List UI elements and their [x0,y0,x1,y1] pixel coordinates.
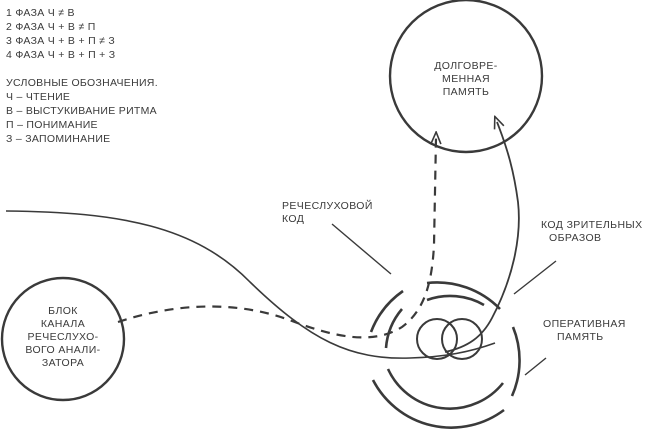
speech-code-pointer [331,223,392,275]
ring-inner-top [426,294,485,307]
phase-2: 2 ФАЗА Ч + В ≠ П [6,21,96,33]
channel-block-circle [0,276,126,402]
ring-outer-top-left [369,289,404,333]
legend-title: УСЛОВНЫЕ ОБОЗНАЧЕНИЯ. [6,77,158,89]
speech-code-line-1: РЕЧЕСЛУХОВОЙ [282,200,373,212]
phase-1: 1 ФАЗА Ч ≠ В [6,7,75,19]
legend-item-understanding: П – ПОНИМАНИЕ [6,119,98,131]
channel-block-line-4: ВОГО АНАЛИ- [25,344,101,356]
operative-memory-pointer [524,357,547,376]
long-term-memory-line-3: ПАМЯТЬ [442,86,490,98]
small-circle-left [416,318,458,360]
channel-block-line-3: РЕЧЕСЛУХО- [27,331,99,343]
visual-images-path [444,122,520,353]
legend-item-memorizing: З – ЗАПОМИНАНИЕ [6,133,111,145]
legend: 1 ФАЗА Ч ≠ В 2 ФАЗА Ч + В ≠ П 3 ФАЗА Ч +… [6,6,158,146]
operative-memory-line-2: ПАМЯТЬ [557,331,604,343]
visual-code-label: КОД ЗРИТЕЛЬНЫХ ОБРАЗОВ [541,219,643,245]
long-term-memory-circle [388,0,544,154]
visual-code-line-2: ОБРАЗОВ [549,232,602,244]
ring-inner-bottom [386,368,505,410]
operative-memory-line-1: ОПЕРАТИВНАЯ [543,318,626,330]
ring-outer-top-right [426,281,501,310]
phase-3: 3 ФАЗА Ч + В + П ≠ З [6,35,116,47]
ring-outer-right [510,326,521,397]
channel-block-line-1: БЛОК [48,305,78,317]
long-term-memory-label: ДОЛГОВРЕ- МЕННАЯ ПАМЯТЬ [414,60,518,99]
visual-code-pointer [513,260,557,295]
visual-code-line-1: КОД ЗРИТЕЛЬНЫХ [541,219,643,231]
legend-item-reading: Ч – ЧТЕНИЕ [6,91,71,103]
phase-4: 4 ФАЗА Ч + В + П + З [6,49,116,61]
long-term-memory-line-1: ДОЛГОВРЕ- [434,60,498,72]
ring-inner-left [384,308,403,349]
phase-list: 1 ФАЗА Ч ≠ В 2 ФАЗА Ч + В ≠ П 3 ФАЗА Ч +… [6,6,158,62]
channel-block-label: БЛОК КАНАЛА РЕЧЕСЛУХО- ВОГО АНАЛИ- ЗАТОР… [13,305,113,370]
reading-path-line [5,210,496,359]
ring-outer-bottom [371,379,505,429]
small-circle-right [441,318,483,360]
operative-memory-label: ОПЕРАТИВНАЯ ПАМЯТЬ [543,318,626,344]
speech-auditory-code-label: РЕЧЕСЛУХОВОЙ КОД [282,200,373,226]
speech-auditory-dashed-path [117,138,436,339]
speech-code-line-2: КОД [282,213,305,225]
channel-block-line-2: КАНАЛА [40,318,86,330]
channel-block-line-5: ЗАТОРА [41,357,85,369]
long-term-memory-line-2: МЕННАЯ [442,73,490,85]
legend-item-rhythm: В – ВЫСТУКИВАНИЕ РИТМА [6,105,157,117]
operative-memory-ring [369,281,521,429]
